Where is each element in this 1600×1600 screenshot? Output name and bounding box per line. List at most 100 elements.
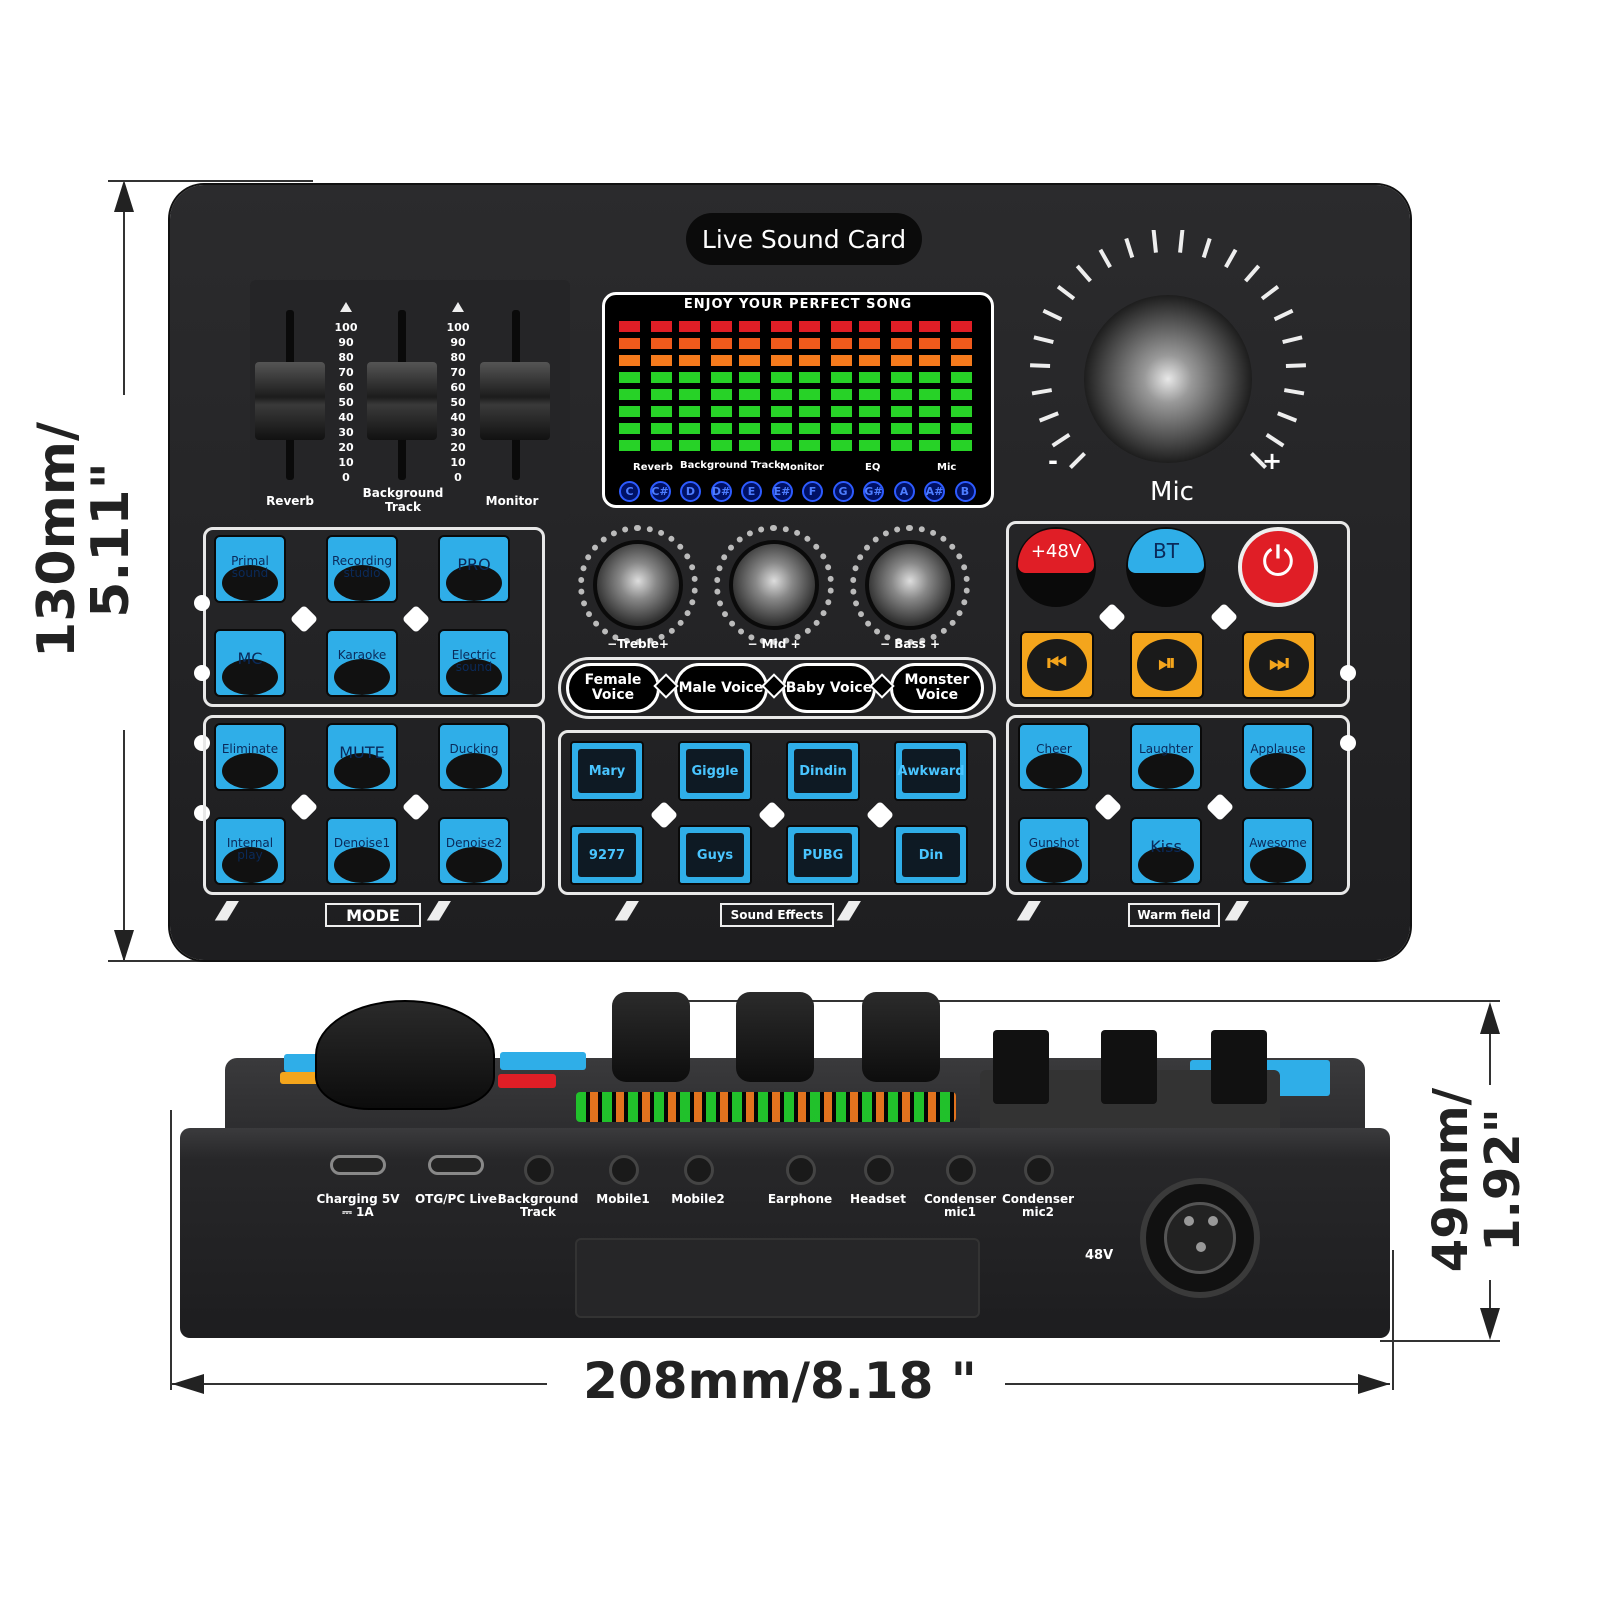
warm-field-button[interactable]: Kiss — [1130, 817, 1202, 885]
previous-button[interactable]: ⏮ — [1020, 631, 1094, 699]
phantom-48v-label: 48V — [1085, 1248, 1114, 1263]
scale-number: 10 — [450, 456, 466, 469]
voice-button[interactable]: Female Voice — [566, 663, 660, 713]
audio-jack[interactable] — [684, 1155, 714, 1185]
audio-jack[interactable] — [946, 1155, 976, 1185]
mode-button[interactable]: Karaoke — [326, 629, 398, 697]
button-cap — [1138, 753, 1194, 789]
voice-button[interactable]: Baby Voice — [782, 663, 876, 713]
sound-effect-button[interactable]: Awkward — [894, 741, 968, 801]
mode-button[interactable]: Denoise2 — [438, 817, 510, 885]
display-label-mic: Mic — [937, 462, 957, 473]
sound-effect-button[interactable]: Mary — [570, 741, 644, 801]
mode-button[interactable]: Primal sound — [214, 535, 286, 603]
warm-field-button[interactable]: Awesome — [1242, 817, 1314, 885]
mic-knob[interactable] — [1084, 295, 1252, 463]
port-label: Mobile1 — [596, 1192, 650, 1206]
audio-jack[interactable] — [1024, 1155, 1054, 1185]
mic-knob-tick — [1098, 248, 1112, 269]
warm-field-button[interactable]: Applause — [1242, 723, 1314, 791]
meter-segment — [831, 321, 852, 332]
scale-up-icon — [452, 302, 464, 312]
usb-c-port[interactable] — [428, 1155, 484, 1175]
meter-segment — [651, 338, 672, 349]
play-pause-button[interactable]: ⏯ — [1130, 631, 1204, 699]
mode-button[interactable]: Recording studio — [326, 535, 398, 603]
bt-button[interactable]: BT — [1126, 527, 1206, 607]
meter-segment — [679, 372, 700, 383]
voice-button[interactable]: Monster Voice — [890, 663, 984, 713]
button-label: Eliminate — [221, 742, 279, 756]
button-cap — [446, 659, 502, 695]
button-label: Kiss — [1150, 837, 1182, 856]
eq-knob[interactable] — [865, 540, 955, 630]
meter-segment — [891, 389, 912, 400]
button-label: PRO — [457, 555, 491, 574]
warm-field-group — [1006, 715, 1350, 895]
note-indicator: D — [680, 481, 701, 502]
audio-jack[interactable] — [786, 1155, 816, 1185]
mode-button[interactable]: Electric sound — [438, 629, 510, 697]
next-button[interactable]: ⏭ — [1242, 631, 1316, 699]
eq-knob-ring — [578, 525, 698, 645]
sound-effect-button[interactable]: 9277 — [570, 825, 644, 885]
monitor-fader[interactable] — [480, 362, 550, 440]
mic-knob-tick — [1030, 363, 1051, 368]
button-cap — [334, 565, 390, 601]
power-button[interactable]: ⏻ — [1238, 527, 1318, 607]
mode-button[interactable]: MUTE — [326, 723, 398, 791]
sound-effect-button[interactable]: Giggle — [678, 741, 752, 801]
meter-segment — [619, 372, 640, 383]
mode-button[interactable]: Ducking — [438, 723, 510, 791]
sound-effect-button[interactable]: Dindin — [786, 741, 860, 801]
scale-number: 50 — [338, 396, 354, 409]
warm-field-button[interactable]: Cheer — [1018, 723, 1090, 791]
meter-segment — [951, 338, 972, 349]
width-label: 208mm/8.18 " — [583, 1352, 977, 1410]
port-label: Background Track — [497, 1192, 579, 1219]
mic-knob-tick — [1260, 285, 1280, 301]
footer-stripes: ⁄⁄⁄⁄⁄ — [432, 897, 446, 927]
eq-knob[interactable] — [729, 540, 819, 630]
mode-button[interactable]: Internal play — [214, 817, 286, 885]
meter-segment — [799, 389, 820, 400]
width-tick-right — [1392, 1250, 1394, 1390]
level-meter — [619, 321, 972, 451]
side-dot — [194, 665, 210, 681]
footer-stripes: ⁄⁄⁄⁄⁄ — [1230, 897, 1244, 927]
eq-knob[interactable] — [593, 540, 683, 630]
background-track-fader[interactable] — [367, 362, 437, 440]
warm-field-button[interactable]: Laughter — [1130, 723, 1202, 791]
xlr-input[interactable] — [1140, 1178, 1260, 1298]
mic-knob-tick — [1244, 264, 1261, 283]
mic-knob-ticks — [1030, 230, 1306, 469]
button-cap — [1138, 847, 1194, 883]
mic-knob-tick — [1277, 411, 1298, 423]
warm-field-button[interactable]: Gunshot — [1018, 817, 1090, 885]
voice-button[interactable]: Male Voice — [674, 663, 768, 713]
height-dimension-line-top — [123, 185, 125, 395]
footer-mode-label: MODE — [325, 903, 421, 927]
reverb-fader[interactable] — [255, 362, 325, 440]
side-dot — [194, 805, 210, 821]
scale-number: 30 — [450, 426, 466, 439]
scale-number: 60 — [450, 381, 466, 394]
sound-effect-button[interactable]: Guys — [678, 825, 752, 885]
mode-button[interactable]: Denoise1 — [326, 817, 398, 885]
depth-tick-bottom — [1380, 1340, 1500, 1342]
sound-effect-button[interactable]: Din — [894, 825, 968, 885]
side-blue-keys — [500, 1052, 586, 1070]
phantom-power-button[interactable]: +48V — [1016, 527, 1096, 607]
mode-button[interactable]: Eliminate — [214, 723, 286, 791]
mode-button[interactable]: PRO — [438, 535, 510, 603]
note-indicator: E — [741, 481, 762, 502]
usb-c-port[interactable] — [330, 1155, 386, 1175]
mic-knob-tick — [1031, 388, 1053, 396]
mode-button[interactable]: MC — [214, 629, 286, 697]
sound-effect-button[interactable]: PUBG — [786, 825, 860, 885]
audio-jack[interactable] — [609, 1155, 639, 1185]
audio-jack[interactable] — [524, 1155, 554, 1185]
sound-effect-label: Dindin — [794, 749, 852, 793]
audio-jack[interactable] — [864, 1155, 894, 1185]
